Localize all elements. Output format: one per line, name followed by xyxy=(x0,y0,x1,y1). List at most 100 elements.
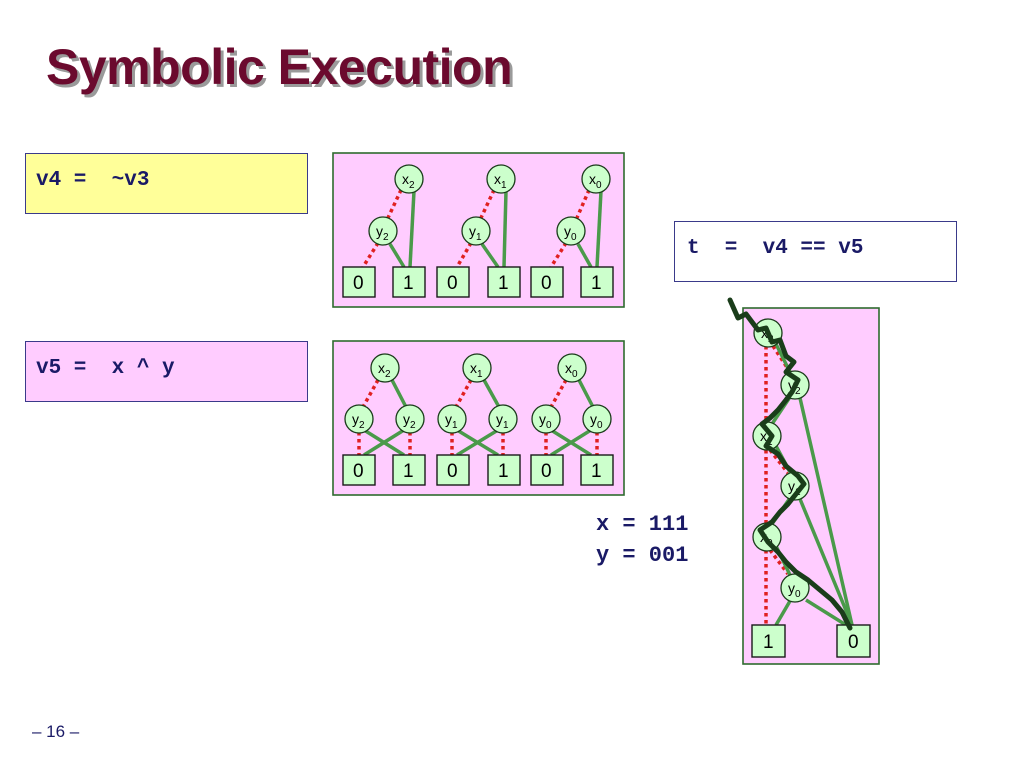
bdd-v5-leaf-0 xyxy=(436,454,470,486)
bdd-v4-edge xyxy=(388,243,406,268)
code-v5-statement: v5 = x ^ y xyxy=(25,341,308,402)
bdd-v4-leaf-1 xyxy=(392,266,426,298)
bdd-t-panel: x2 y2 x1 y1 x0 y0 1 0 xyxy=(727,297,880,665)
evaluation-path-stroke xyxy=(727,297,853,631)
bdd-v4-node-x2 xyxy=(394,164,424,194)
bdd-v5-edge xyxy=(456,428,499,457)
bdd-v5-leaf-0-label: 0 xyxy=(353,461,364,482)
bdd-v5-leaf-0-label: 0 xyxy=(447,461,458,482)
bdd-v5-node-y0-label: y0 xyxy=(590,411,603,431)
bdd-t-edge xyxy=(805,598,847,627)
bdd-v4-node-y1 xyxy=(461,216,491,246)
bdd-v5-leaf-1 xyxy=(392,454,426,486)
bdd-v4-leaf-0-label: 0 xyxy=(541,273,552,294)
bdd-v4-node-y1-label: y1 xyxy=(469,223,482,243)
bdd-v4-leaf-0 xyxy=(436,266,470,298)
bdd-v4-node-x1 xyxy=(486,164,516,194)
bdd-v5-leaf-1-label: 1 xyxy=(403,461,414,482)
bdd-v4-node-x1-label: x1 xyxy=(494,171,507,191)
assignment-y: y = 001 xyxy=(596,543,689,568)
bdd-t-edge xyxy=(771,345,792,373)
bdd-v4-edge xyxy=(361,242,380,268)
bdd-v5-leaf-0 xyxy=(342,454,376,486)
bdd-v5-edge xyxy=(363,428,405,457)
bdd-v5-node-y2-label: y2 xyxy=(403,411,416,431)
bdd-v5-node-y2-label: y2 xyxy=(352,411,365,431)
bdd-v4-node-x0 xyxy=(581,164,611,194)
bdd-t-edge xyxy=(768,448,790,475)
bdd-v5-node-x2 xyxy=(370,353,400,383)
bdd-v4-leaf-1-label: 1 xyxy=(498,273,509,294)
code-t-statement: t = v4 == v5 xyxy=(674,221,957,282)
bdd-v4-leaf-0 xyxy=(530,266,564,298)
bdd-v5-node-y0-label: y0 xyxy=(539,411,552,431)
bdd-v4-leaf-0-label: 0 xyxy=(447,273,458,294)
bdd-v5-edge xyxy=(577,379,595,408)
bdd-t-node-y2-label: y2 xyxy=(788,377,801,397)
bdd-t-edge xyxy=(774,600,792,626)
bdd-v5-leaf-1 xyxy=(487,454,521,486)
bdd-t-edge xyxy=(798,498,854,626)
bdd-v5-node-y1-label: y1 xyxy=(445,411,458,431)
bdd-v5-node-y0 xyxy=(531,404,561,434)
bdd-v4-node-y0-label: y0 xyxy=(564,223,577,243)
bdd-v4-node-y0 xyxy=(556,216,586,246)
bdd-v4-edge xyxy=(549,242,568,268)
slide-title: Symbolic Execution xyxy=(46,39,513,95)
bdd-v4-node-y2-label: y2 xyxy=(376,223,389,243)
bdd-v4-leaf-0-label: 0 xyxy=(353,273,364,294)
bdd-t-leaf-1 xyxy=(751,624,786,658)
bdd-v5-node-y2 xyxy=(344,404,374,434)
bdd-v5-node-x0-label: x0 xyxy=(565,360,578,380)
bdd-v5-leaf-1-label: 1 xyxy=(591,461,602,482)
bdd-v4-edge xyxy=(595,190,603,268)
bdd-v5-node-x1 xyxy=(462,353,492,383)
bdd-v5-edge xyxy=(482,379,501,408)
bdd-v5-node-y2 xyxy=(395,404,425,434)
code-v4-statement: v4 = ~v3 xyxy=(25,153,308,214)
bdd-v5-leaf-1 xyxy=(580,454,614,486)
bdd-v4-edge xyxy=(576,243,593,268)
bdd-v4-panel: x2 x1 x0 y2 y1 y0 0 1 0 1 0 1 xyxy=(332,152,625,308)
bdd-v5-panel: x2 x1 x0 y2 y2 y1 y1 y0 y0 0 1 0 1 0 1 xyxy=(332,340,625,496)
bdd-v5-leaf-0-label: 0 xyxy=(541,461,552,482)
bdd-v4-edge xyxy=(478,189,496,221)
bdd-v4-edge xyxy=(574,189,591,221)
bdd-t-leaf-1-label: 1 xyxy=(763,632,774,653)
bdd-v5-edge xyxy=(454,379,473,408)
assignment-x: x = 111 xyxy=(596,512,689,537)
bdd-v4-edge xyxy=(408,190,416,268)
bdd-t-edge xyxy=(798,397,854,626)
bdd-v5-node-x1-label: x1 xyxy=(470,360,483,380)
bdd-t-node-y0-label: y0 xyxy=(788,580,801,600)
slide-page-number: – 16 – xyxy=(32,722,80,741)
bdd-v4-leaf-1 xyxy=(487,266,521,298)
bdd-v4-leaf-0 xyxy=(342,266,376,298)
bdd-v5-node-y1-label: y1 xyxy=(496,411,509,431)
bdd-v4-leaf-1-label: 1 xyxy=(403,273,414,294)
bdd-v5-leaf-0 xyxy=(530,454,564,486)
bdd-v5-edge xyxy=(361,379,380,408)
bdd-v5-edge xyxy=(550,428,592,457)
bdd-v4-node-x0-label: x0 xyxy=(589,171,602,191)
bdd-v4-leaf-1 xyxy=(580,266,614,298)
bdd-v5-node-x0 xyxy=(557,353,587,383)
bdd-v4-node-x2-label: x2 xyxy=(402,171,415,191)
bdd-v5-leaf-1-label: 1 xyxy=(498,461,509,482)
bdd-v4-leaf-1-label: 1 xyxy=(591,273,602,294)
bdd-v5-node-x2-label: x2 xyxy=(378,360,391,380)
bdd-t-edge xyxy=(768,548,790,576)
bdd-t-leaf-0-label: 0 xyxy=(848,632,859,653)
bdd-v4-edge xyxy=(480,243,500,268)
bdd-v5-node-y1 xyxy=(437,404,467,434)
bdd-v4-edge xyxy=(455,242,473,268)
bdd-v5-node-y1 xyxy=(488,404,518,434)
input-assignment: x = 111 y = 001 xyxy=(596,509,688,571)
bdd-v4-edge xyxy=(385,189,403,221)
bdd-v4-node-y2 xyxy=(368,216,398,246)
bdd-t-background xyxy=(742,307,880,665)
bdd-v5-node-y0 xyxy=(582,404,612,434)
bdd-v4-edge xyxy=(502,190,508,268)
bdd-v5-edge xyxy=(390,379,408,408)
